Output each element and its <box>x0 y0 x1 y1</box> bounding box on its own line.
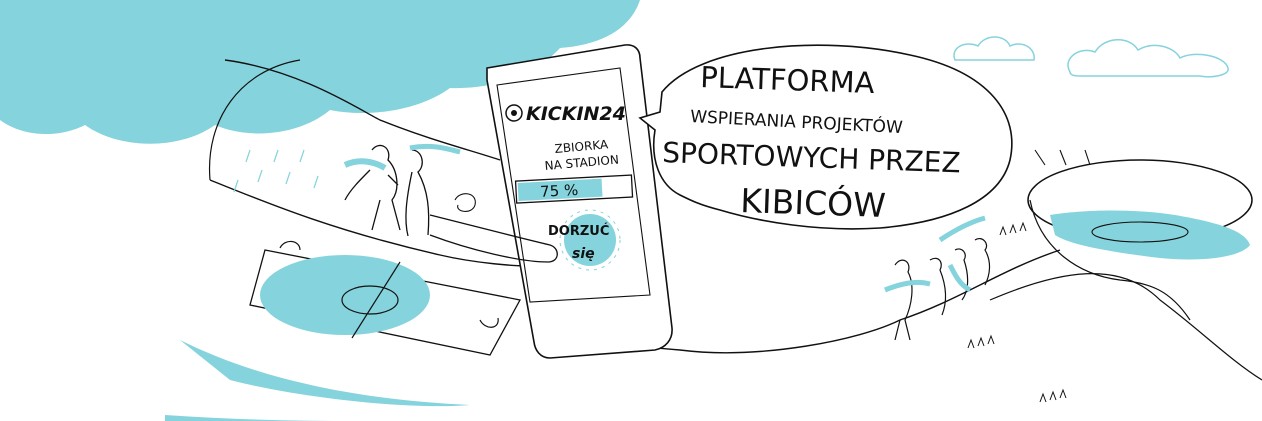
bubble-line1: PLATFORMA <box>700 60 875 100</box>
progress-bar: 75 % <box>514 174 634 204</box>
outline-cloud-right <box>1067 39 1229 78</box>
progress-label: 75 % <box>540 181 579 201</box>
donate-button-label-line2: się <box>572 246 595 262</box>
blue-swoosh-lower <box>165 415 360 421</box>
tree-doodles <box>967 221 1067 403</box>
road-outline-lower <box>208 59 1262 381</box>
soccer-ball-icon <box>505 104 523 122</box>
phone-device <box>486 44 673 359</box>
stadium <box>1027 149 1253 321</box>
outline-cloud-left <box>953 36 1035 61</box>
rain-strokes <box>233 149 319 193</box>
donate-button[interactable]: DORZUĆ się <box>548 209 621 271</box>
blue-swoosh <box>180 340 470 407</box>
speech-bubble <box>638 44 1013 230</box>
phone-headline-line1: ZBIORKA <box>554 137 609 156</box>
swirl-doodle <box>454 193 476 212</box>
pointing-arm <box>429 214 558 263</box>
kickin24-logo: KICKIN24 <box>526 103 626 125</box>
phone-headline-line2: NA STADION <box>544 153 619 173</box>
blue-cloud <box>0 0 640 144</box>
cheering-fans <box>884 215 991 341</box>
donate-button-label-line1: DORZUĆ <box>548 223 609 239</box>
bubble-line4: KIBICÓW <box>740 180 887 225</box>
walking-fans <box>343 143 461 237</box>
football-pitch <box>249 240 521 356</box>
